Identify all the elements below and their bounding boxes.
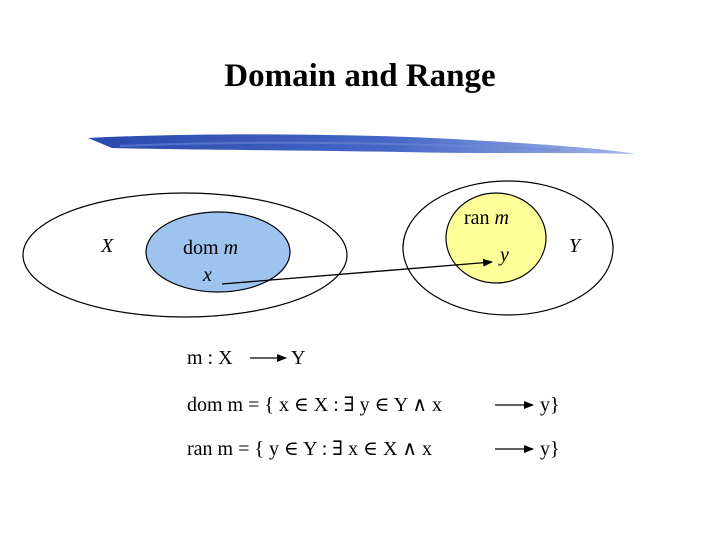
dom-m-label: dom m — [183, 237, 239, 259]
dom-formula-left: dom m = { x ∈ X : ∃ y ∈ Y ∧ x — [187, 394, 443, 416]
set-y-label: Y — [569, 235, 581, 257]
dom-formula-right: y} — [540, 394, 560, 416]
set-x-ellipse — [22, 192, 348, 318]
set-y-ellipse — [402, 180, 614, 316]
mapping-formula-left: m : X — [187, 347, 233, 369]
element-y-label: y — [500, 244, 509, 266]
element-x-label: x — [203, 264, 212, 286]
ran-formula-right: y} — [540, 438, 560, 460]
mapping-formula-right: Y — [291, 347, 306, 369]
slide-title: Domain and Range — [224, 58, 496, 94]
ran-formula-left: ran m = { y ∈ Y : ∃ x ∈ X ∧ x — [187, 438, 433, 460]
dom-m-ellipse — [145, 211, 291, 293]
set-x-label: X — [101, 235, 114, 257]
brush-stroke-decoration — [88, 134, 636, 154]
ran-m-ellipse — [445, 192, 547, 284]
ran-m-label: ran m — [464, 207, 509, 229]
mapping-arrow — [221, 258, 493, 285]
